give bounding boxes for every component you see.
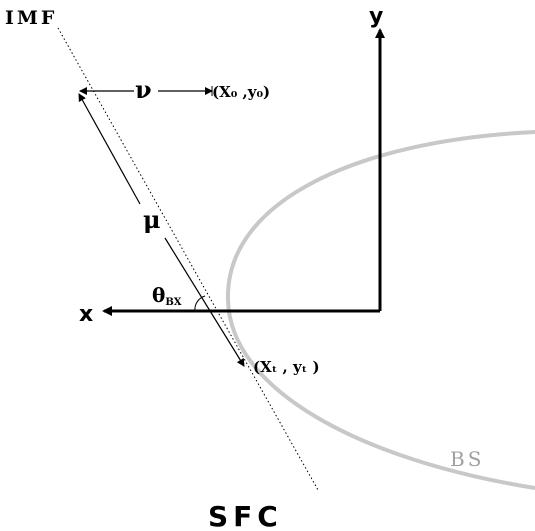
- target-point-label: (Xₜ , yₜ ): [253, 358, 320, 376]
- x-axis-label: x: [79, 302, 93, 327]
- mu-arrow-upper: [78, 93, 141, 205]
- sfc-label: SFC: [208, 500, 283, 531]
- bow-shock-curve: [225, 130, 535, 490]
- imf-label: IMF: [5, 7, 57, 29]
- bs-label: BS: [450, 447, 484, 471]
- theta-angle-arc: [194, 295, 206, 312]
- theta-subscript: BX: [165, 297, 181, 308]
- theta-label: θBX: [152, 283, 182, 308]
- theta-symbol: θ: [152, 283, 165, 307]
- imf-field-line: [57, 27, 319, 491]
- y-axis-label: y: [369, 4, 383, 29]
- mu-label: μ: [143, 205, 161, 234]
- nu-label: ν: [135, 75, 152, 104]
- mu-arrow-lower: [164, 237, 245, 367]
- origin-point-label: (X₀ ,y₀): [212, 83, 270, 101]
